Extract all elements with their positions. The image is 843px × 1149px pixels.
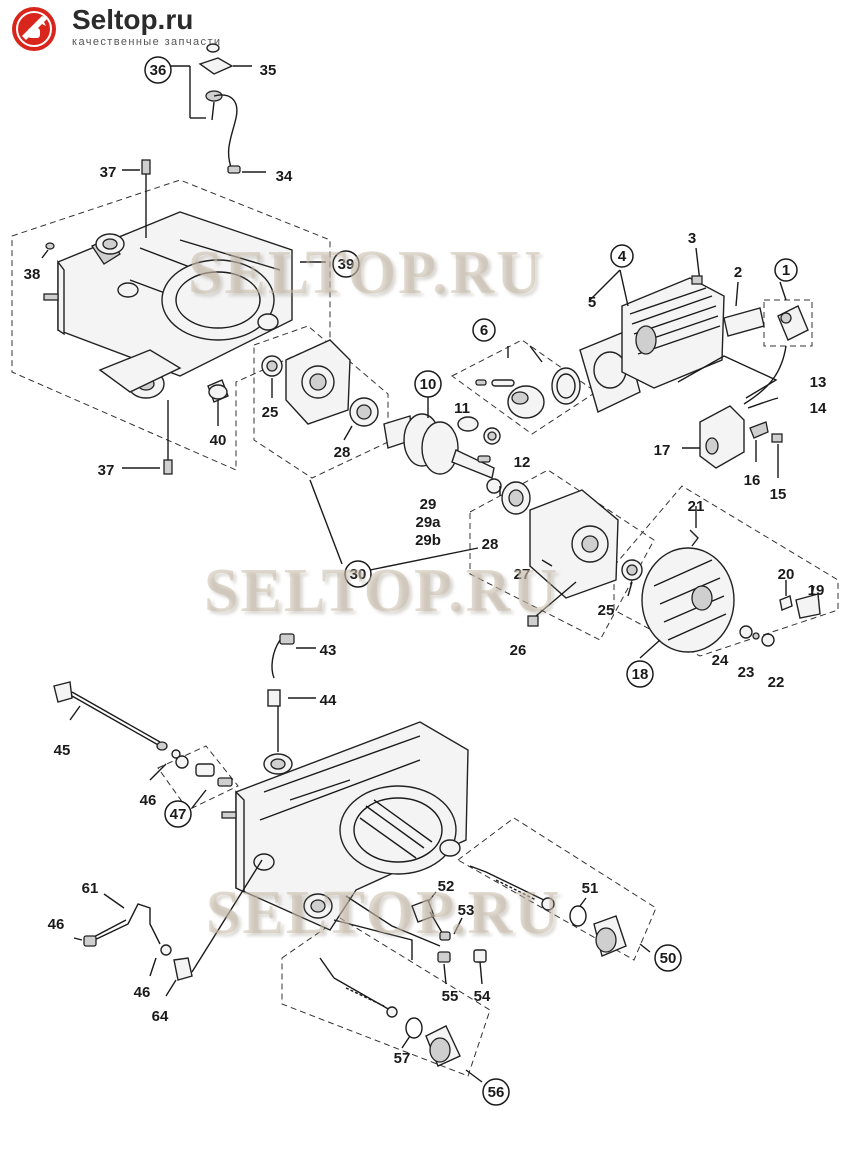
crankcase-right-half [501,481,643,627]
callout-label-53[interactable]: 53 [458,902,475,919]
callout-label-25[interactable]: 25 [262,404,279,421]
callout-label-13[interactable]: 13 [810,374,827,391]
piston-group-outline [451,339,597,435]
callout-label-40[interactable]: 40 [210,432,227,449]
callout-label-14[interactable]: 14 [810,400,827,417]
callout-label-45[interactable]: 45 [54,742,71,759]
callout-label-29[interactable]: 29 [420,496,437,513]
callout-label-56[interactable]: 56 [488,1084,505,1101]
crankcase-lower [221,633,469,931]
callout-label-3[interactable]: 3 [688,230,696,247]
callout-circle-47 [164,800,192,828]
callout-label-16[interactable]: 16 [744,472,761,489]
callout-label-4[interactable]: 4 [618,248,627,265]
callout-circle-36 [144,56,172,84]
callout-label-26[interactable]: 26 [510,642,527,659]
callout-label-55[interactable]: 55 [442,988,459,1005]
clutch-assembly [333,865,627,985]
callout-label-5[interactable]: 5 [588,294,596,311]
crankcase-half-group-outline [469,469,655,641]
callout-label-35[interactable]: 35 [260,62,277,79]
flywheel-assembly [641,506,821,653]
callout-label-6[interactable]: 6 [480,322,488,339]
callout-label-37b[interactable]: 37 [98,462,115,479]
callout-label-12[interactable]: 12 [514,454,531,471]
callout-label-23[interactable]: 23 [738,664,755,681]
callout-circle-1 [774,258,798,282]
callout-label-44[interactable]: 44 [320,692,337,709]
callout-label-36[interactable]: 36 [150,62,167,79]
oil-hose-assembly [53,681,233,787]
callout-label-50[interactable]: 50 [660,950,677,967]
callout-label-46[interactable]: 46 [140,792,157,809]
callout-labels: 1234561011121314151617181920212223242525… [24,56,827,1106]
callout-circle-50 [654,944,682,972]
callout-circle-56 [482,1078,510,1106]
leader-lines [191,269,787,1083]
brand-logo[interactable]: Seltop.ru качественные запчасти [8,4,248,54]
callout-label-11[interactable]: 11 [454,400,470,417]
ignition-module [677,305,809,478]
callout-label-27[interactable]: 27 [514,566,531,583]
callout-circle-18 [626,660,654,688]
callout-label-15[interactable]: 15 [770,486,787,503]
callout-label-54[interactable]: 54 [474,988,491,1005]
chain-brake-group-outline [281,917,491,1077]
callout-label-43[interactable]: 43 [320,642,337,659]
brand-subtitle: качественные запчасти [72,36,222,48]
callout-label-37[interactable]: 37 [100,164,117,181]
callout-label-46c[interactable]: 46 [134,984,151,1001]
callout-label-46b[interactable]: 46 [48,916,65,933]
callout-label-24[interactable]: 24 [712,652,729,669]
callout-circle-30 [344,560,372,588]
callout-label-28[interactable]: 28 [334,444,351,461]
group-outlines [11,179,839,1077]
callout-label-57[interactable]: 57 [394,1050,411,1067]
flywheel-group-outline [613,485,839,657]
clutch-group-outline [457,817,657,961]
oil-pump-group-outline [157,745,239,811]
crankcase-left-half [261,339,379,441]
callout-label-2[interactable]: 2 [734,264,742,281]
callout-label-34[interactable]: 34 [276,168,293,185]
callout-label-17[interactable]: 17 [654,442,671,459]
cylinder-assembly [579,247,765,413]
piston-assembly [475,345,581,419]
callout-circle-4 [610,244,634,268]
callout-label-19[interactable]: 19 [808,582,825,599]
callout-label-47[interactable]: 47 [170,806,187,823]
crankcase-group-outline [11,179,331,471]
chain-brake-assembly [319,957,461,1067]
callout-label-28b[interactable]: 28 [482,536,499,553]
callout-label-29a[interactable]: 29a [415,514,441,531]
callout-label-64[interactable]: 64 [152,1008,169,1025]
callout-circle-39 [332,250,360,278]
callout-label-20[interactable]: 20 [778,566,795,583]
callout-label-10[interactable]: 10 [420,376,437,393]
callout-circle-10 [414,370,442,398]
callout-circle-6 [472,318,496,342]
brand-title: Seltop.ru [72,4,194,35]
callout-label-21[interactable]: 21 [688,498,705,515]
callout-label-25b[interactable]: 25 [598,602,615,619]
callout-label-52[interactable]: 52 [438,878,455,895]
callout-label-18[interactable]: 18 [632,666,649,683]
crankcase-upper [41,159,326,475]
callout-label-51[interactable]: 51 [582,880,599,897]
callout-label-30[interactable]: 30 [350,566,367,583]
ignition-group-outline [763,299,813,347]
oil-pickup-assembly [73,859,263,997]
callout-label-1[interactable]: 1 [782,262,790,279]
callout-label-22[interactable]: 22 [768,674,785,691]
callout-label-39[interactable]: 39 [338,256,355,273]
wrench-fist-icon [12,7,56,51]
callout-label-61[interactable]: 61 [82,880,99,897]
callout-label-29b[interactable]: 29b [415,532,441,549]
crankshaft-assembly [383,392,502,496]
callout-label-38[interactable]: 38 [24,266,41,283]
